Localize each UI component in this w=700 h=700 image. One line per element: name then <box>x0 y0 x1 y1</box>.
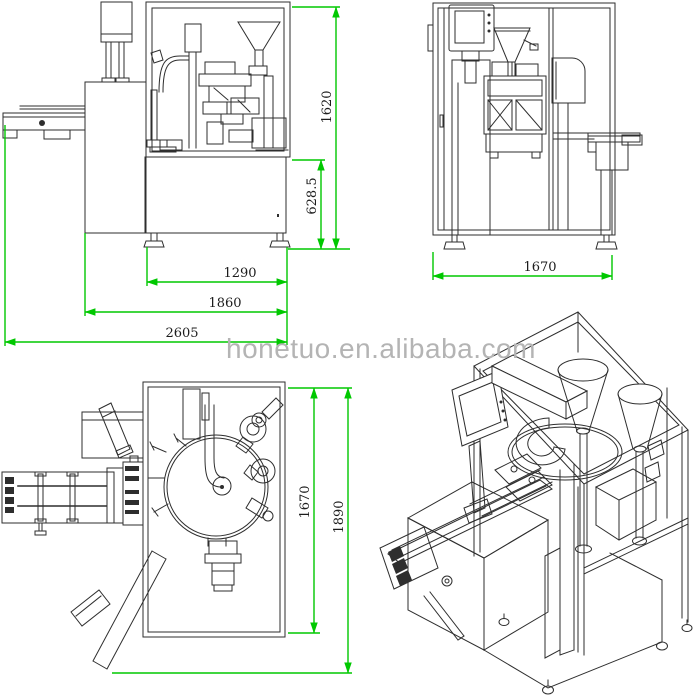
front-infeed-conveyor <box>2 105 86 140</box>
side-internal-mechanism <box>483 61 547 159</box>
dim-enclosure-depth: 1670 <box>288 387 352 634</box>
side-frame <box>427 2 616 236</box>
side-hopper <box>493 27 539 77</box>
dim-cabinet-width: 1860 <box>84 233 288 316</box>
iso-top-duct <box>490 354 589 420</box>
front-internal-mechanism <box>146 23 289 153</box>
side-view: 1670 <box>427 2 643 280</box>
dim-side-overall-width: 1670 <box>432 252 613 280</box>
side-leveling-feet <box>443 234 466 250</box>
front-hopper <box>237 21 281 76</box>
front-left-body <box>84 1 147 234</box>
iso-rotary-table <box>507 417 623 481</box>
iso-outfeed-conveyor <box>379 469 553 641</box>
isometric-view <box>379 311 693 695</box>
watermark-text: honetuo.en.alibaba.com <box>226 333 536 364</box>
conveyor-roller-dot <box>39 120 45 126</box>
front-enclosure <box>144 1 291 234</box>
dim-label-enclosure-depth: 1670 <box>298 485 313 518</box>
iso-mechanism-blocks <box>494 453 658 541</box>
plan-stations <box>147 397 284 547</box>
dim-label-overall-width: 2605 <box>165 326 198 341</box>
iso-hopper-1 <box>557 358 609 554</box>
dim-label-overall-height: 1620 <box>320 90 335 123</box>
side-outfeed-conveyor <box>587 132 643 250</box>
dim-feet-span-width: 1290 <box>146 247 288 345</box>
iso-hopper-2 <box>617 383 668 546</box>
plan-side-box <box>81 402 144 459</box>
plan-bottom-station <box>204 540 242 592</box>
side-hmi-panel <box>448 4 495 84</box>
plan-rotary-table <box>163 388 269 540</box>
dim-label-base-height: 628.5 <box>305 177 320 214</box>
front-leveling-feet <box>143 232 291 248</box>
dim-label-side-overall-width: 1670 <box>523 260 556 275</box>
iso-hmi-panel <box>451 370 509 524</box>
side-right-cover <box>551 57 595 231</box>
dim-overall-height: 1620 <box>288 6 350 250</box>
dim-overall-width: 2605 <box>4 125 288 346</box>
dim-label-plan-overall-depth: 1890 <box>332 500 347 533</box>
dim-label-feet-span-width: 1290 <box>223 266 256 281</box>
plan-infeed-conveyor <box>1 471 115 536</box>
dim-label-cabinet-width: 1860 <box>208 296 241 311</box>
plan-view: 1670 1890 <box>1 381 352 674</box>
dim-base-height: 628.5 <box>292 159 325 250</box>
front-view: 1620 628.5 1290 1860 2605 <box>2 1 350 346</box>
side-left-cabinet <box>451 59 491 236</box>
plan-discharge-chute <box>70 550 167 670</box>
dim-plan-overall-depth: 1890 <box>112 387 352 674</box>
plan-junction-blocks <box>106 455 144 526</box>
iso-leveling-feet <box>498 613 693 695</box>
